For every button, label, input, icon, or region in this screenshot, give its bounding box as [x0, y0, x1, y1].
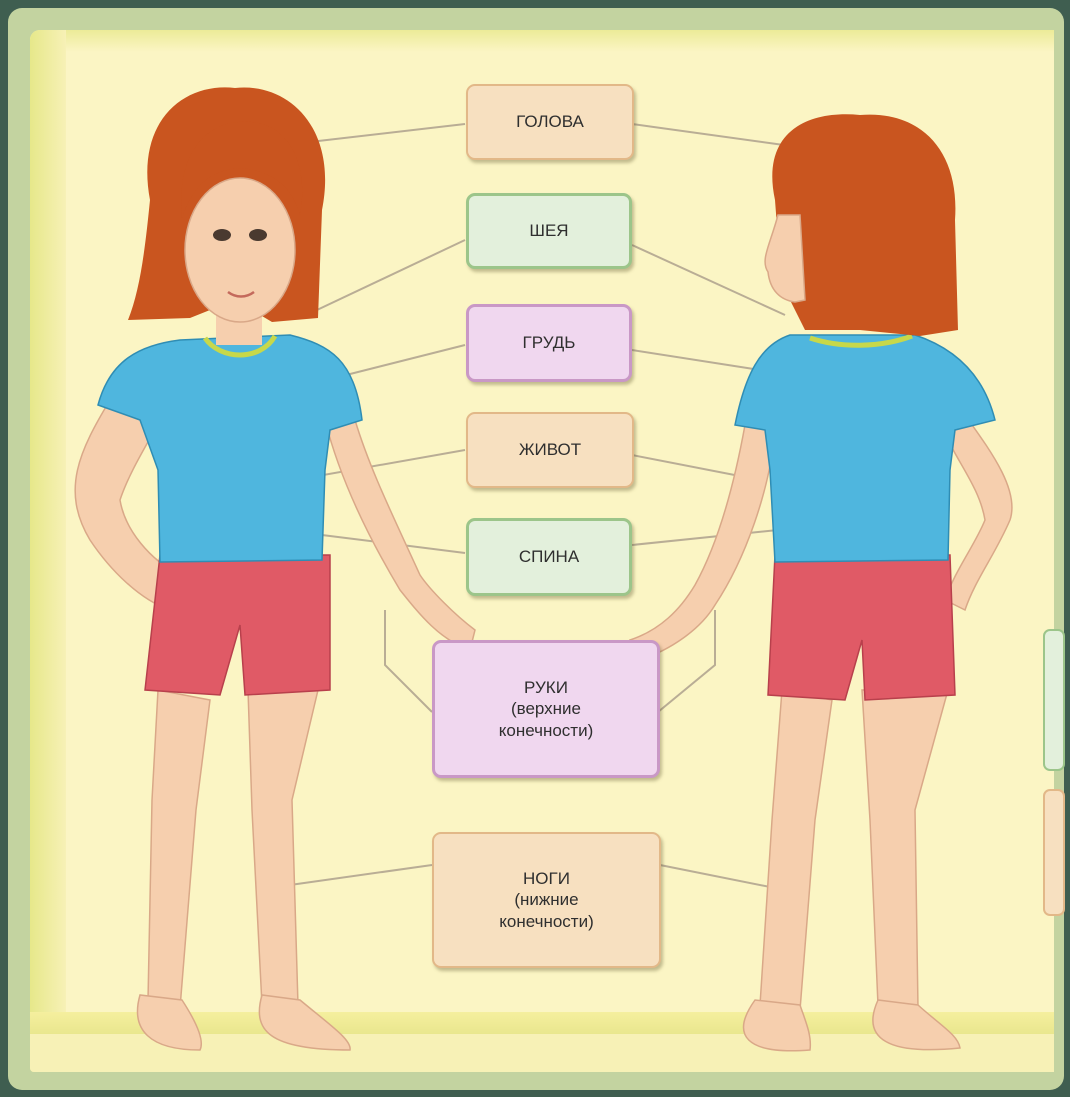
- girl-front: [75, 87, 475, 1050]
- label-legs: НОГИ (нижние конечности): [432, 832, 661, 968]
- label-back: СПИНА: [466, 518, 632, 596]
- label-chest: ГРУДЬ: [466, 304, 632, 382]
- arm-right: [325, 420, 475, 650]
- face: [185, 178, 295, 322]
- label-head: ГОЛОВА: [466, 84, 634, 160]
- line-belly-right: [632, 455, 750, 478]
- partial-tab-green: [1044, 630, 1064, 770]
- foot-left: [744, 1000, 811, 1051]
- line-chest-right: [632, 350, 760, 370]
- line-arms-left: [385, 610, 432, 712]
- label-neck: ШЕЯ: [466, 193, 632, 269]
- girl-back: [630, 114, 1012, 1050]
- eye-right: [249, 229, 267, 241]
- face-profile: [765, 215, 805, 302]
- shorts: [768, 555, 955, 700]
- foot-right: [259, 995, 350, 1050]
- label-belly: ЖИВОТ: [466, 412, 634, 488]
- line-legs-left: [290, 865, 432, 885]
- leg-right: [862, 690, 948, 1008]
- leg-left: [148, 690, 210, 1008]
- leg-right: [248, 690, 318, 1005]
- leg-left: [760, 690, 832, 1010]
- eye-left: [213, 229, 231, 241]
- foot-right: [873, 1000, 960, 1050]
- arm-right: [945, 415, 1012, 610]
- foot-left: [138, 995, 202, 1050]
- shorts: [145, 555, 330, 695]
- label-arms: РУКИ (верхние конечности): [432, 640, 660, 778]
- line-neck-left: [300, 240, 465, 318]
- partial-tab-peach: [1044, 790, 1064, 915]
- line-neck-right: [632, 245, 785, 315]
